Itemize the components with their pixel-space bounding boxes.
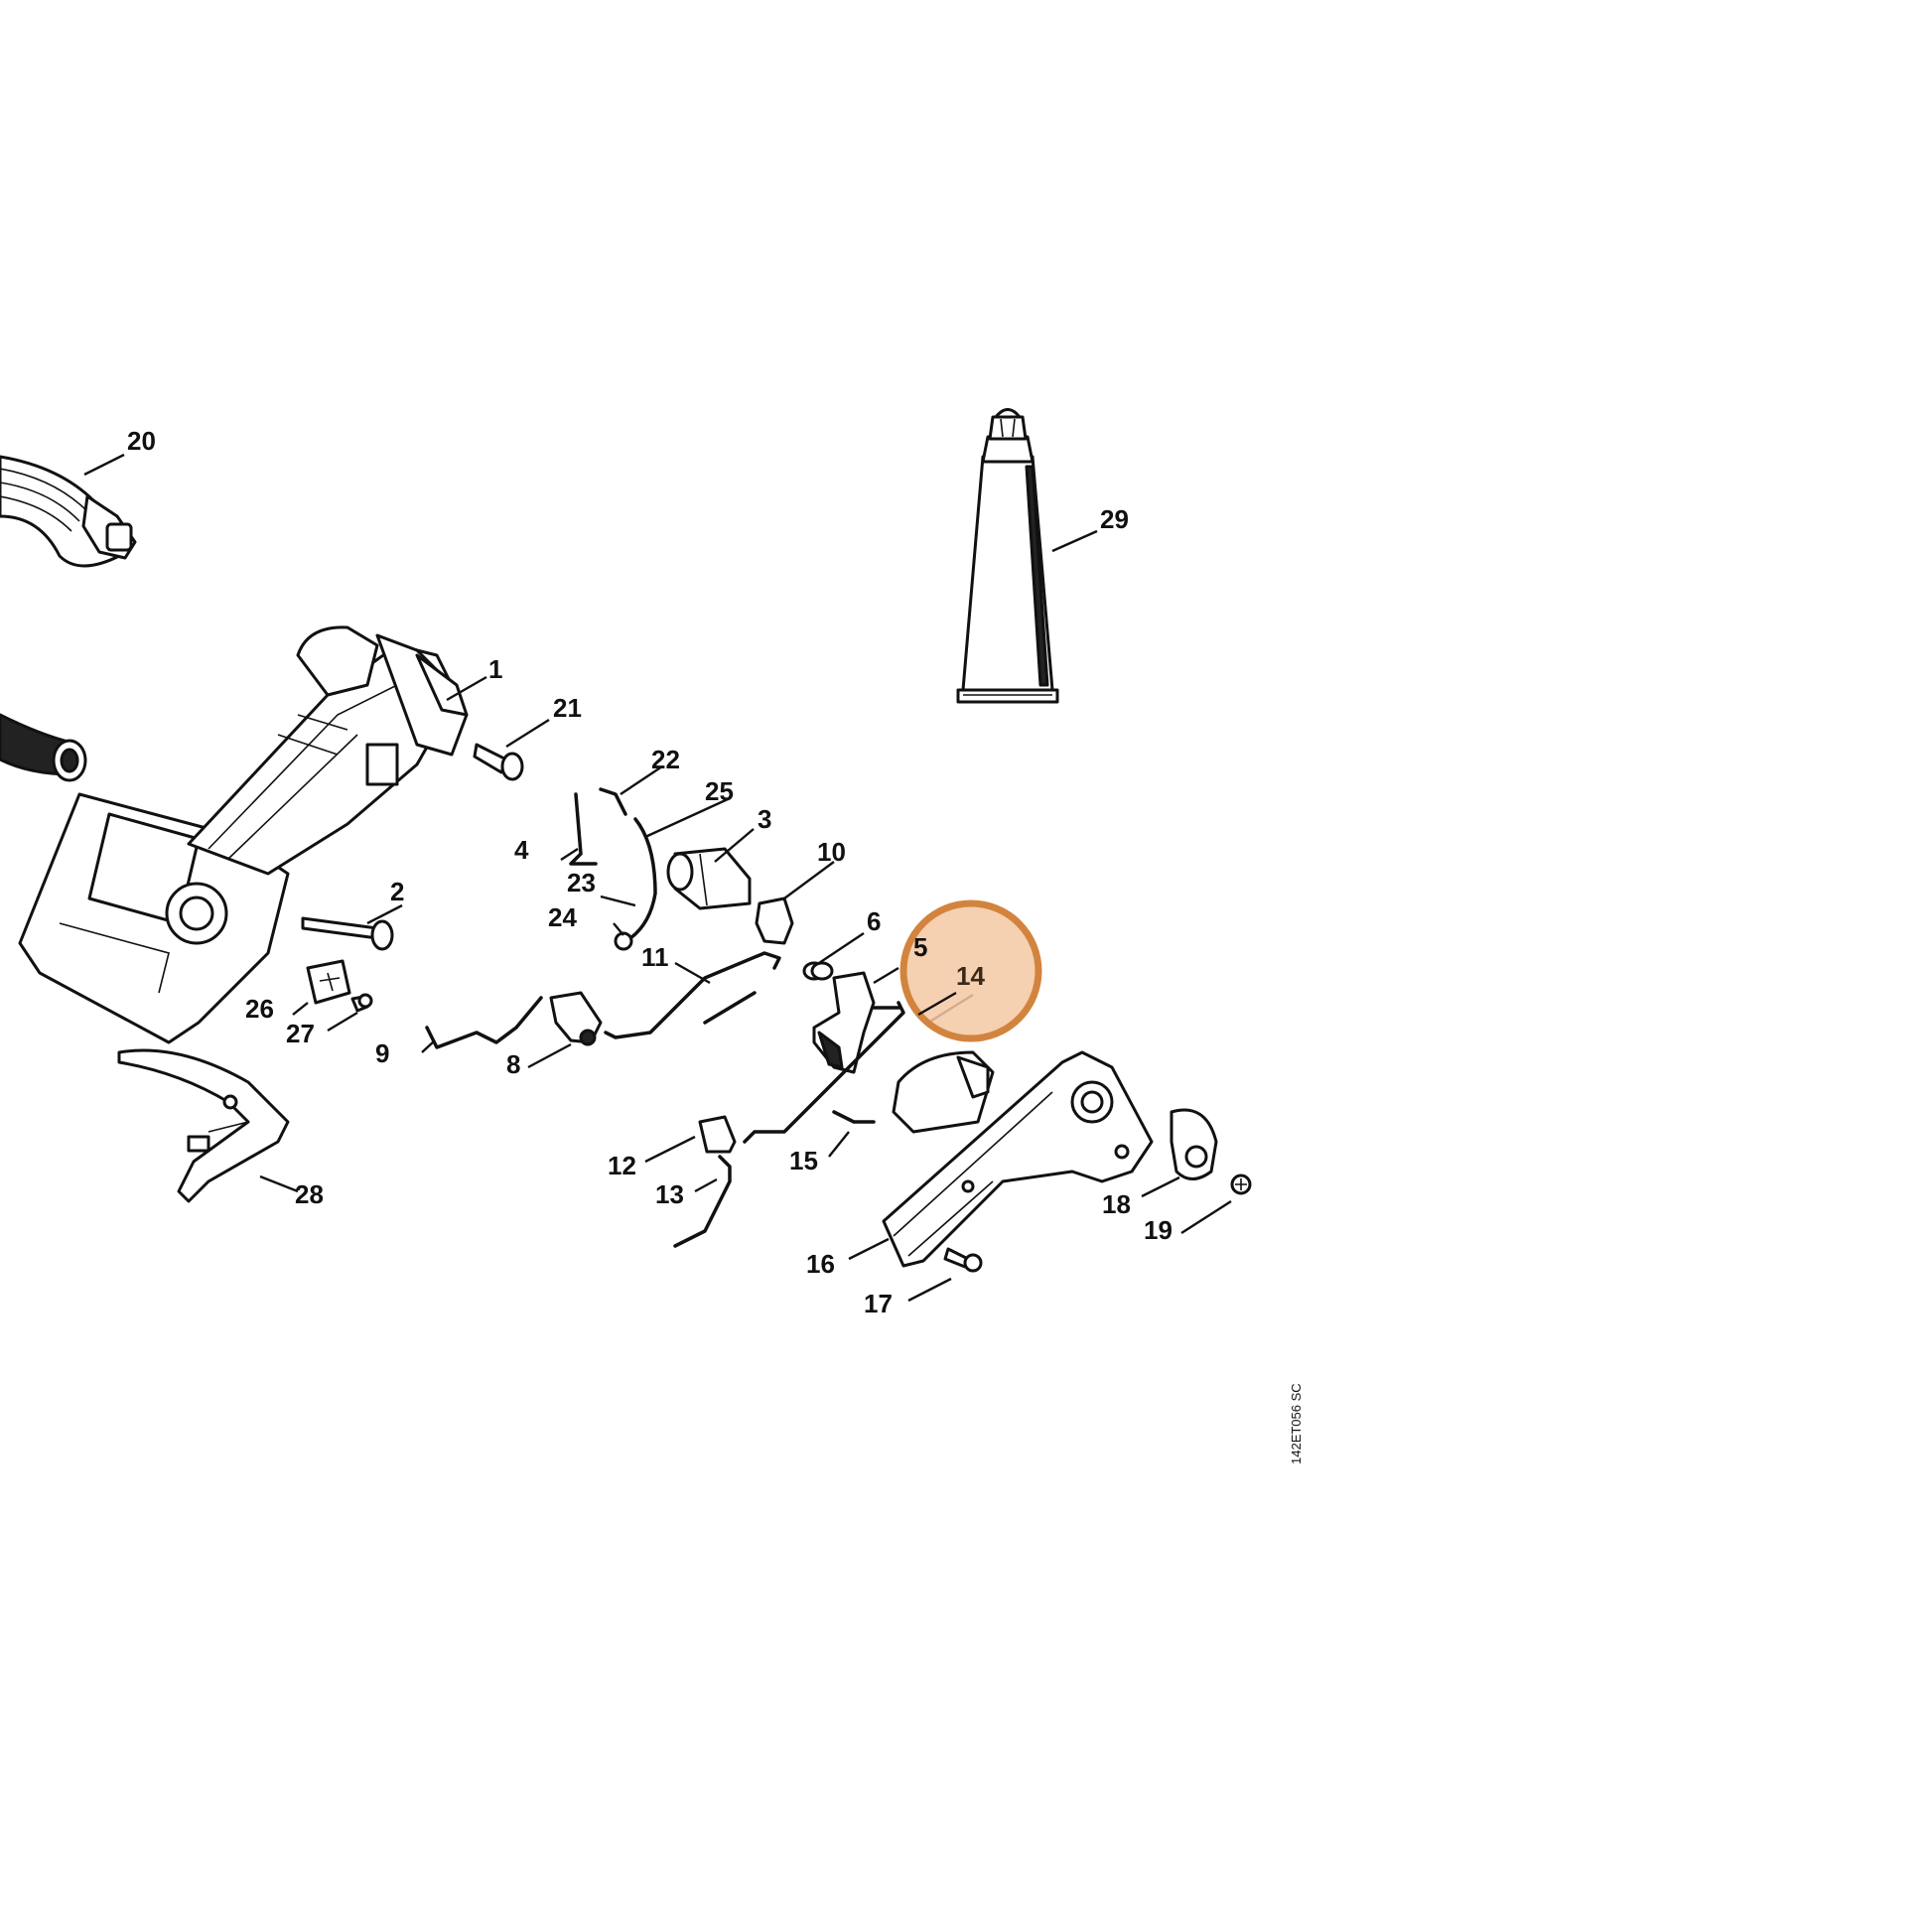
callout-5[interactable]: 5 (913, 932, 927, 962)
callout-6[interactable]: 6 (867, 906, 881, 936)
leader-lines (83, 453, 1232, 1303)
callout-25[interactable]: 25 (705, 776, 734, 806)
part-rod-9[interactable] (425, 996, 543, 1049)
part-10[interactable] (755, 897, 794, 945)
part-trigger-5[interactable] (812, 971, 900, 1074)
callout-22[interactable]: 22 (651, 745, 680, 774)
part-rod-13[interactable] (673, 1155, 732, 1248)
callout-8[interactable]: 8 (506, 1049, 520, 1079)
callout-3[interactable]: 3 (758, 804, 771, 834)
part-bracket-4[interactable] (569, 787, 627, 866)
part-handle-housing[interactable] (0, 625, 469, 1044)
part-12[interactable] (698, 1115, 737, 1154)
part-screw-27[interactable] (350, 993, 373, 1013)
callout-4[interactable]: 4 (514, 835, 529, 865)
part-cover-plate[interactable] (892, 1050, 995, 1134)
callout-28[interactable]: 28 (295, 1179, 324, 1209)
part-cable-23[interactable] (614, 817, 657, 951)
part-screw-17[interactable] (943, 1247, 983, 1273)
callout-17[interactable]: 17 (864, 1289, 893, 1318)
callout-19[interactable]: 19 (1144, 1215, 1173, 1245)
part-bottom-plate[interactable] (117, 1048, 290, 1203)
callout-24[interactable]: 24 (548, 902, 577, 932)
highlight-label: 14 (956, 961, 985, 991)
part-screw-21[interactable] (473, 743, 524, 781)
callout-13[interactable]: 13 (655, 1179, 684, 1209)
callout-26[interactable]: 26 (245, 994, 274, 1024)
part-grease-tube-29[interactable] (956, 408, 1059, 704)
callout-27[interactable]: 27 (286, 1019, 315, 1048)
part-rod-15[interactable] (743, 1001, 905, 1144)
callout-16[interactable]: 16 (806, 1249, 835, 1279)
callout-10[interactable]: 10 (817, 837, 846, 867)
callout-15[interactable]: 15 (789, 1146, 818, 1175)
highlight-marker[interactable]: 14 (899, 899, 1042, 1042)
part-switch-3[interactable] (666, 847, 752, 910)
callout-29[interactable]: 29 (1100, 504, 1129, 534)
callout-23[interactable]: 23 (567, 868, 596, 897)
part-handlebar[interactable] (0, 455, 137, 568)
callout-labels: 20 1 21 2 22 25 3 4 10 23 24 6 5 11 9 8 … (127, 426, 1173, 1318)
callout-9[interactable]: 9 (375, 1038, 389, 1068)
callout-11[interactable]: 11 (641, 942, 669, 972)
part-18[interactable] (1170, 1108, 1218, 1180)
callout-12[interactable]: 12 (608, 1151, 636, 1180)
part-rear-handle-16[interactable] (882, 1050, 1154, 1268)
part-rod-11[interactable] (604, 951, 781, 1039)
callout-20[interactable]: 20 (127, 426, 156, 456)
part-clip-26[interactable] (306, 959, 351, 1005)
drawing-code: 142ET056 SC (1289, 1383, 1304, 1464)
callout-1[interactable]: 1 (488, 654, 502, 684)
part-8[interactable] (549, 991, 603, 1046)
callout-21[interactable]: 21 (553, 693, 582, 723)
part-spring-6[interactable] (802, 961, 834, 981)
callout-2[interactable]: 2 (390, 877, 404, 906)
part-screw-19[interactable] (1230, 1173, 1252, 1195)
callout-18[interactable]: 18 (1102, 1189, 1131, 1219)
part-screw-2[interactable] (301, 916, 394, 951)
